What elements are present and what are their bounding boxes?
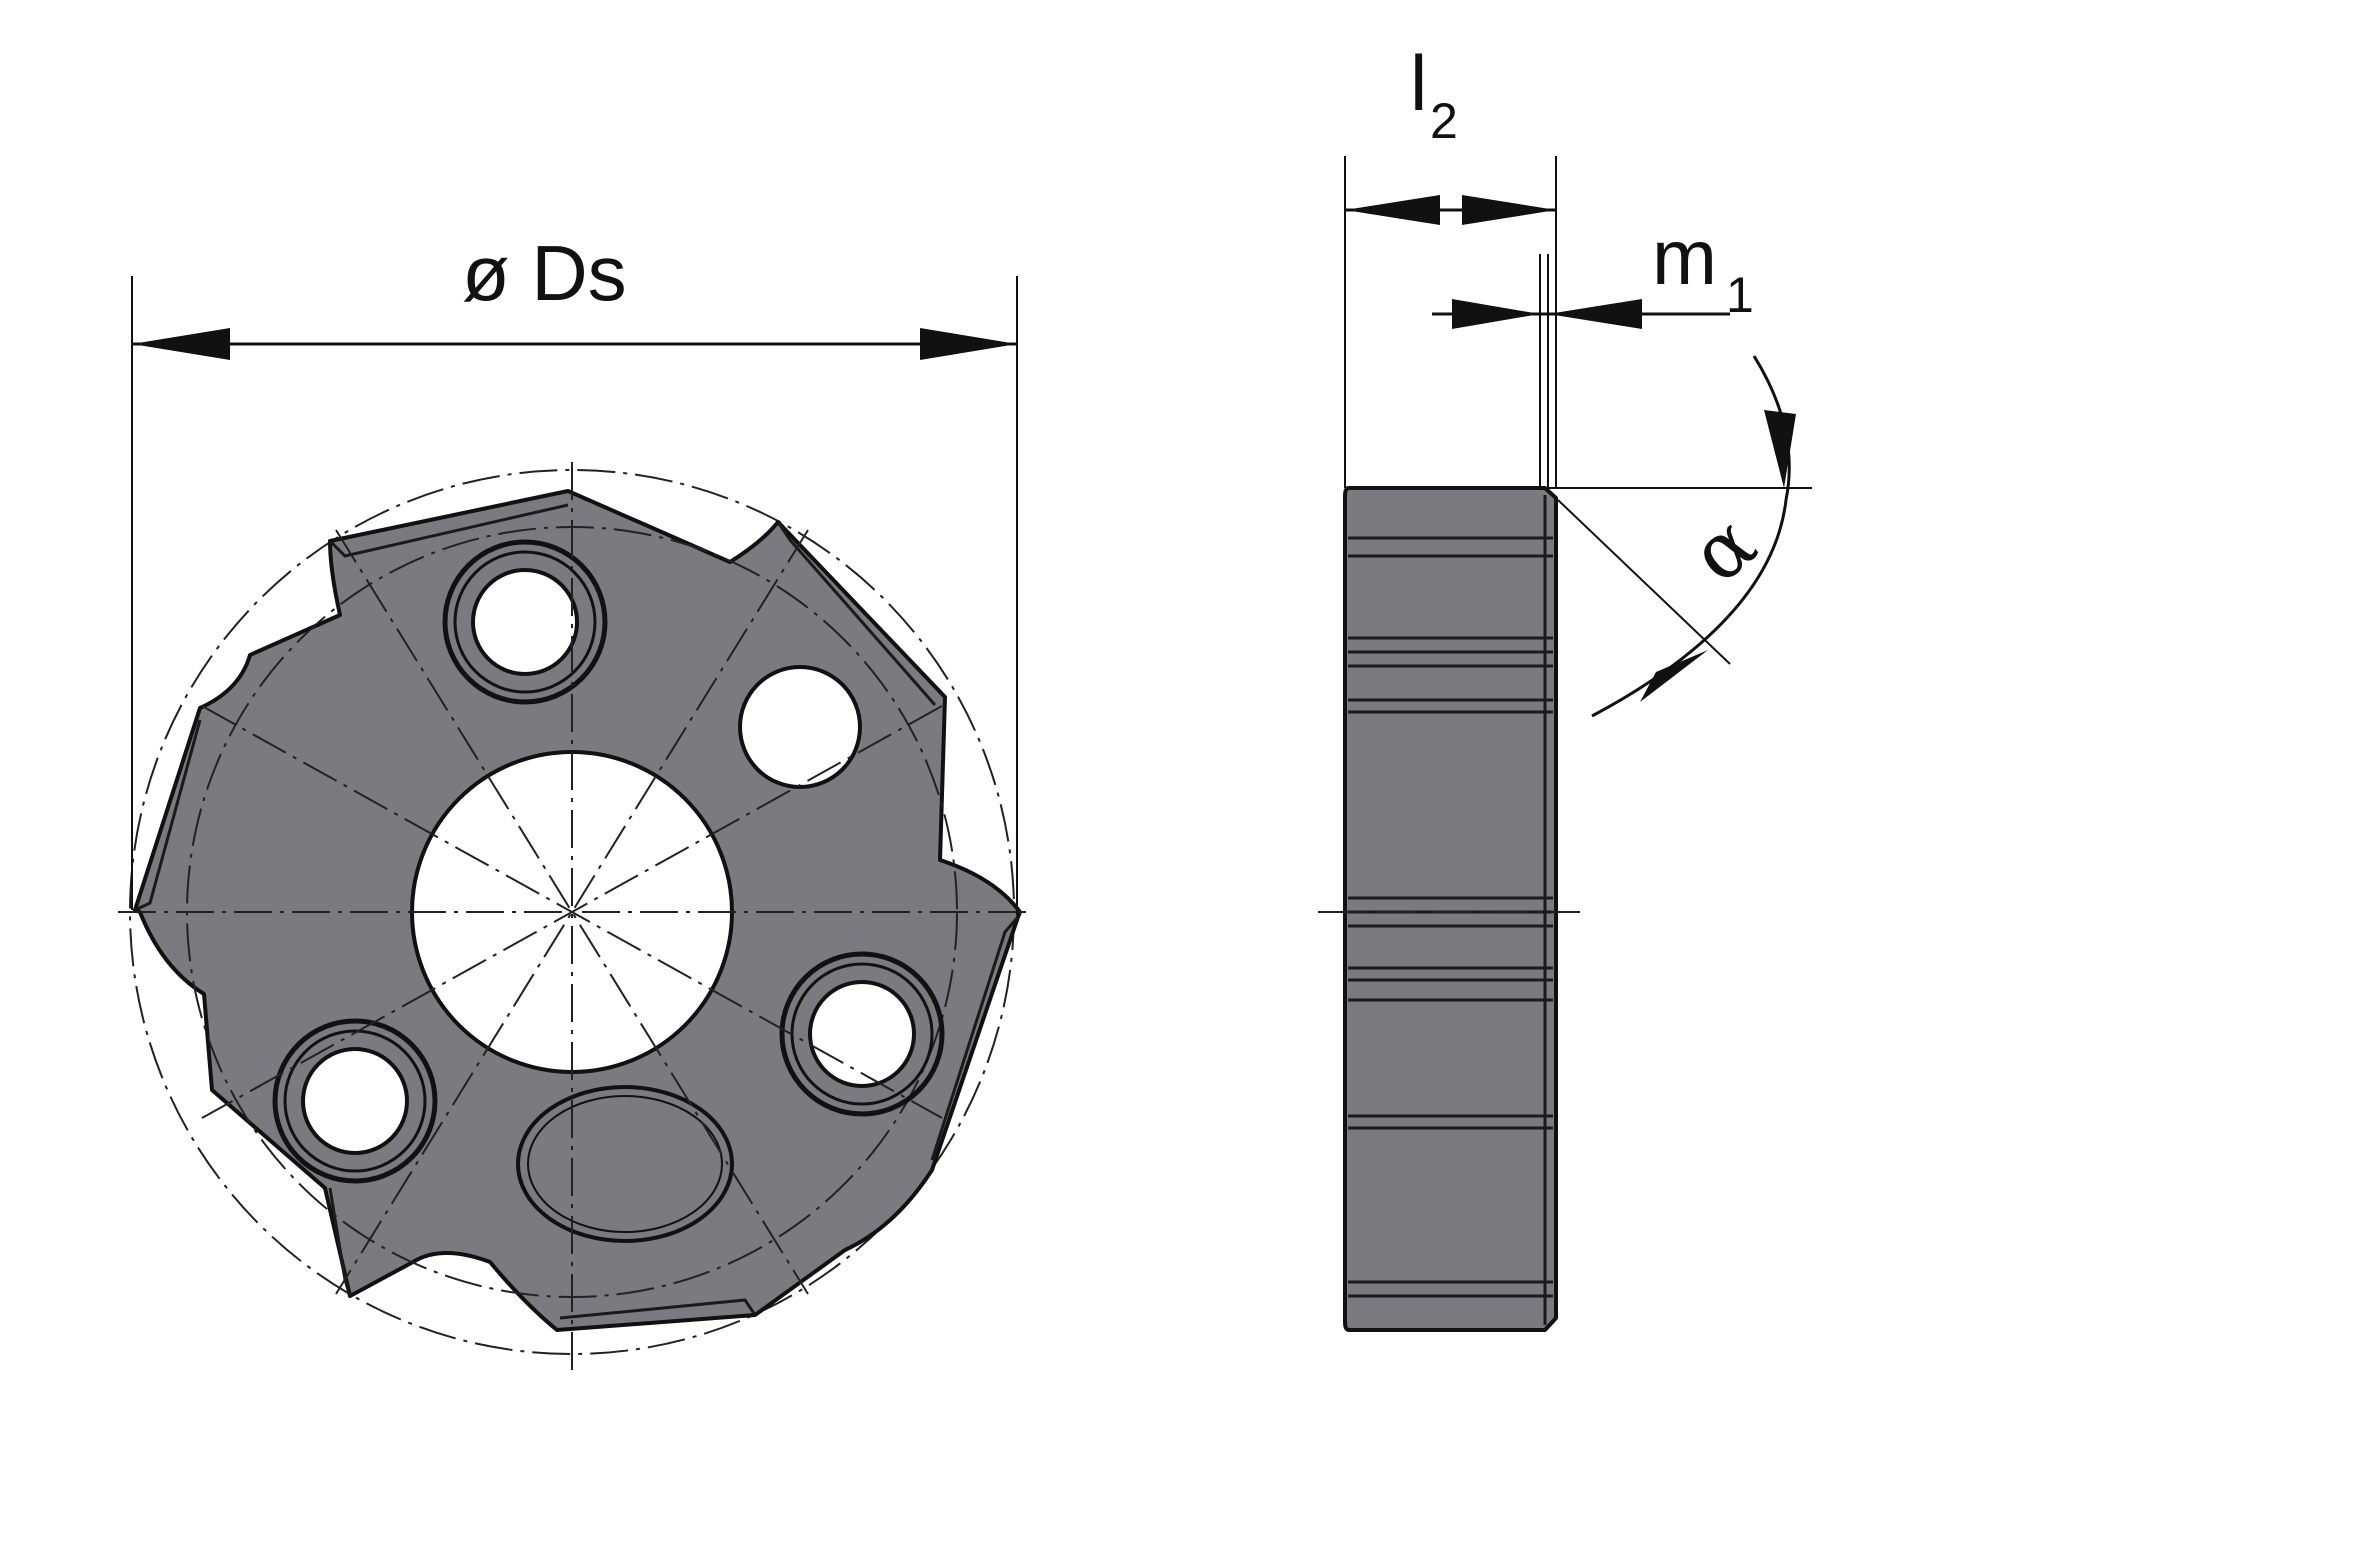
mounting-hole [272,1018,438,1184]
through-hole [738,665,862,789]
diagonal-centerline [201,705,943,1119]
diagonal-centerline [335,529,809,1295]
flank-edge [328,503,569,558]
diagonal-centerline [335,529,809,1295]
chamfer-label: m [1652,213,1717,301]
flank-edge [134,719,202,912]
front-view: ø Ds [118,229,1030,1370]
side-view: l 2 m 1 α [1318,39,1812,1332]
flank-edge [930,916,1020,1161]
angle-label: α [1675,498,1773,601]
arrowhead [1462,195,1556,225]
chamfer-label-subscript: 1 [1726,267,1754,323]
insert-side-body [1343,486,1558,1332]
marking-oval [516,1085,734,1243]
arrowhead [132,328,230,360]
width-label-subscript: 2 [1430,93,1458,149]
width-label: l [1410,39,1427,127]
angle-arc [1591,355,1791,718]
arrowhead [1452,299,1540,329]
arrowhead [1548,299,1642,329]
arrowhead [1640,650,1708,702]
diameter-label: ø Ds [462,229,627,317]
mounting-hole [442,539,608,705]
angle-chamfer-line [1557,499,1731,665]
arrowhead [1345,195,1440,225]
flank-edge [559,1298,757,1320]
arrowhead [920,328,1017,360]
arrowhead [1764,410,1796,488]
flank-edge [776,521,937,706]
